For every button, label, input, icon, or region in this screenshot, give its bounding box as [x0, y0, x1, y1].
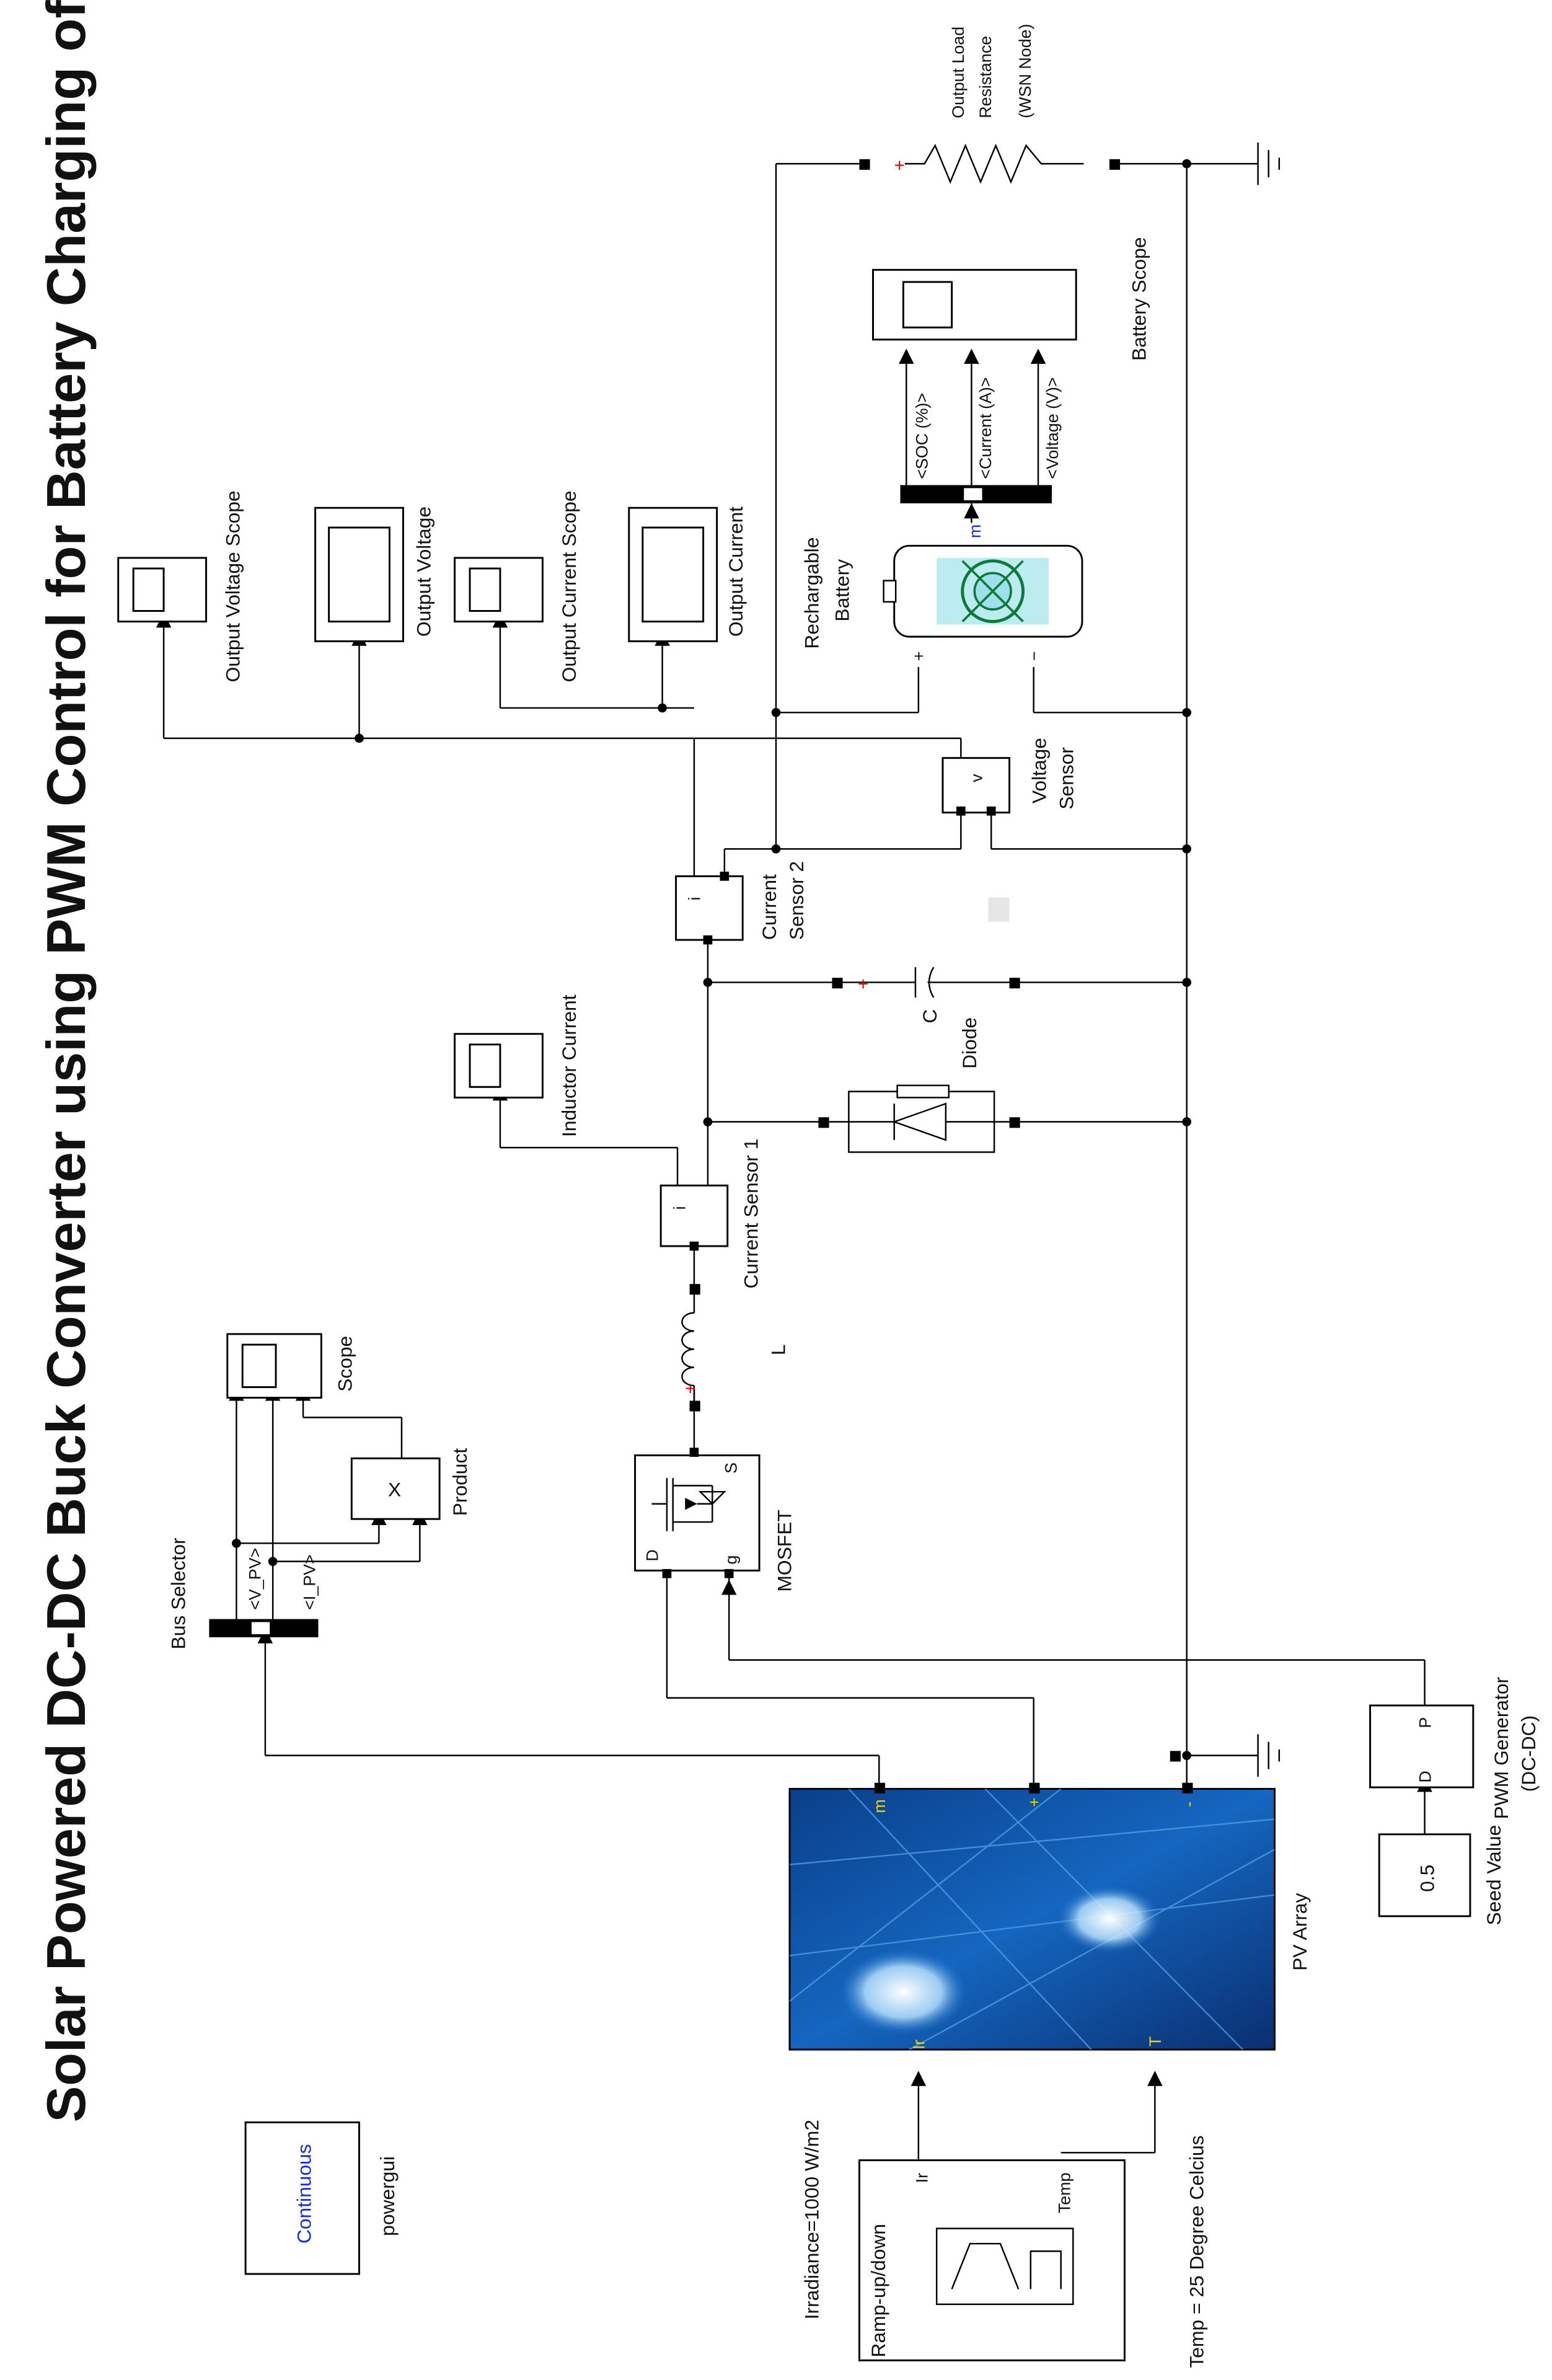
load-label-1: Output Load [949, 27, 968, 118]
output-load-resistor[interactable]: + Output Load Resistance (WSN Node) [859, 24, 1121, 184]
pv-array[interactable]: m + - Ir T PV Array [788, 1782, 1311, 2051]
battery-bus-selector[interactable]: <SOC (%)> <Current (A)> <Voltage (V)> [900, 377, 1062, 503]
seed-value-label: Seed Value [1483, 1825, 1505, 1926]
voltage-sensor-label-1: Voltage [1028, 738, 1050, 803]
diode-label: Diode [958, 1017, 981, 1069]
load-label-2: Resistance [976, 36, 995, 118]
temperature-annotation: Temp = 25 Degree Celcius [1186, 2135, 1208, 2368]
bus-v-pv-label: <V_PV> [246, 1548, 265, 1610]
battery-plus: + [910, 651, 928, 661]
current-sensor-1[interactable]: i Current Sensor 1 [659, 1139, 762, 1289]
capacitor[interactable]: + C [832, 967, 1020, 1024]
seed-value-constant[interactable]: 0.5 Seed Value [1378, 1825, 1505, 1926]
scope-label: Scope [333, 1336, 356, 1392]
current-sensor-1-i: i [670, 1206, 689, 1210]
pwm-p-port: P [1416, 1717, 1434, 1728]
current-sensor-2-label-2: Sensor 2 [785, 861, 808, 940]
ramp-ir-port: Ir [913, 2173, 932, 2183]
battery-m-port: m [966, 524, 984, 538]
bus-i-pv-label: <I_PV> [301, 1554, 319, 1610]
output-voltage-scope-label: Output Voltage Scope [221, 490, 244, 682]
ramp-temp-port: Temp [1055, 2172, 1074, 2213]
mosfet[interactable]: D S g MOSFET [634, 1448, 796, 1592]
pwm-label-2: (DC-DC) [1517, 1715, 1540, 1792]
inductor-label: L [767, 1344, 790, 1355]
small-gray-marker [988, 897, 1010, 922]
powergui-label: powergui [376, 2156, 399, 2236]
output-current-display[interactable]: Output Current [628, 507, 747, 642]
output-voltage-display[interactable]: Output Voltage [314, 507, 435, 642]
bus-selector-label: Bus Selector [167, 1537, 189, 1650]
ramp-up-down[interactable]: Ir Temp Ramp-up/down [858, 2159, 1126, 2361]
pv-t-port: T [1146, 2037, 1165, 2046]
ground-top [1257, 142, 1281, 185]
wires [162, 162, 1426, 2161]
svg-text:+: + [858, 974, 868, 994]
battery-label-1: Rechargable [800, 537, 822, 648]
ramp-label: Ramp-up/down [867, 2224, 889, 2357]
product-label: Product [449, 1448, 471, 1516]
seed-value-text: 0.5 [1416, 1865, 1438, 1892]
battery-minus: − [1025, 651, 1043, 661]
temperature-label: Temp = 25 Degree Celcius [1186, 2135, 1208, 2368]
output-voltage-scope[interactable]: Output Voltage Scope [117, 490, 244, 682]
bus-voltage-label: <Voltage (V)> [1043, 377, 1062, 479]
product-block[interactable]: X Product [350, 1448, 471, 1520]
bus-soc-label: <SOC (%)> [913, 393, 932, 479]
mosfet-label: MOSFET [773, 1510, 795, 1591]
bus-current-label: <Current (A)> [976, 377, 995, 479]
pv-m-port: m [870, 1799, 889, 1813]
irradiance-annotation: Irradiance=1000 W/m2 [800, 2120, 822, 2319]
voltage-sensor-label-2: Sensor [1055, 747, 1077, 810]
load-label-3: (WSN Node) [1016, 24, 1034, 118]
inductor-current-scope[interactable]: Inductor Current [454, 994, 581, 1137]
diagram-title: Solar Powered DC-DC Buck Converter using… [35, 0, 97, 2122]
rechargeable-battery[interactable]: m + − Rechargable Battery [800, 524, 1083, 661]
powergui[interactable]: Continuous powergui [244, 2121, 399, 2275]
ground-pv [1170, 1734, 1281, 1777]
mosfet-s-port: S [721, 1462, 740, 1474]
diode[interactable]: Diode [818, 1017, 1020, 1153]
battery-label-2: Battery [831, 559, 853, 622]
pv-plus-port: + [1025, 1797, 1043, 1807]
svg-text:+: + [894, 155, 905, 175]
pwm-label-1: PWM Generator [1490, 1676, 1512, 1819]
voltage-sensor-v: v [968, 774, 986, 782]
output-current-scope-label: Output Current Scope [558, 490, 580, 682]
output-voltage-label: Output Voltage [412, 507, 434, 637]
battery-scope-label: Battery Scope [1128, 237, 1150, 361]
output-current-label: Output Current [725, 507, 747, 637]
pwm-d-port: D [1416, 1771, 1434, 1782]
pv-ir-port: Ir [910, 2040, 928, 2050]
pwm-generator[interactable]: D P PWM Generator (DC-DC) [1369, 1676, 1540, 1819]
pv-bus-selector[interactable]: <V_PV> <I_PV> Bus Selector [167, 1537, 319, 1650]
mosfet-g-port: g [721, 1555, 740, 1565]
svg-text:+: + [685, 1379, 695, 1399]
output-current-scope[interactable]: Output Current Scope [454, 490, 581, 682]
pv-array-label: PV Array [1289, 1893, 1311, 1970]
irradiance-label: Irradiance=1000 W/m2 [800, 2120, 822, 2319]
power-scope[interactable]: Scope [226, 1333, 356, 1399]
inductor-current-label: Inductor Current [558, 994, 580, 1137]
current-sensor-2-i: i [686, 897, 704, 901]
pv-minus-port: - [1179, 1802, 1198, 1807]
current-sensor-2[interactable]: i Current Sensor 2 [675, 861, 808, 945]
product-symbol: X [388, 1479, 401, 1501]
voltage-sensor[interactable]: v Voltage Sensor [941, 738, 1077, 816]
inductor[interactable]: + L [681, 1284, 790, 1412]
current-sensor-2-label-1: Current [758, 874, 780, 940]
mosfet-d-port: D [643, 1549, 661, 1561]
junctions [232, 159, 1192, 1760]
powergui-mode: Continuous [293, 2144, 315, 2244]
current-sensor-1-label: Current Sensor 1 [740, 1139, 762, 1289]
battery-scope[interactable]: Battery Scope [872, 237, 1150, 361]
capacitor-label: C [919, 1009, 941, 1024]
